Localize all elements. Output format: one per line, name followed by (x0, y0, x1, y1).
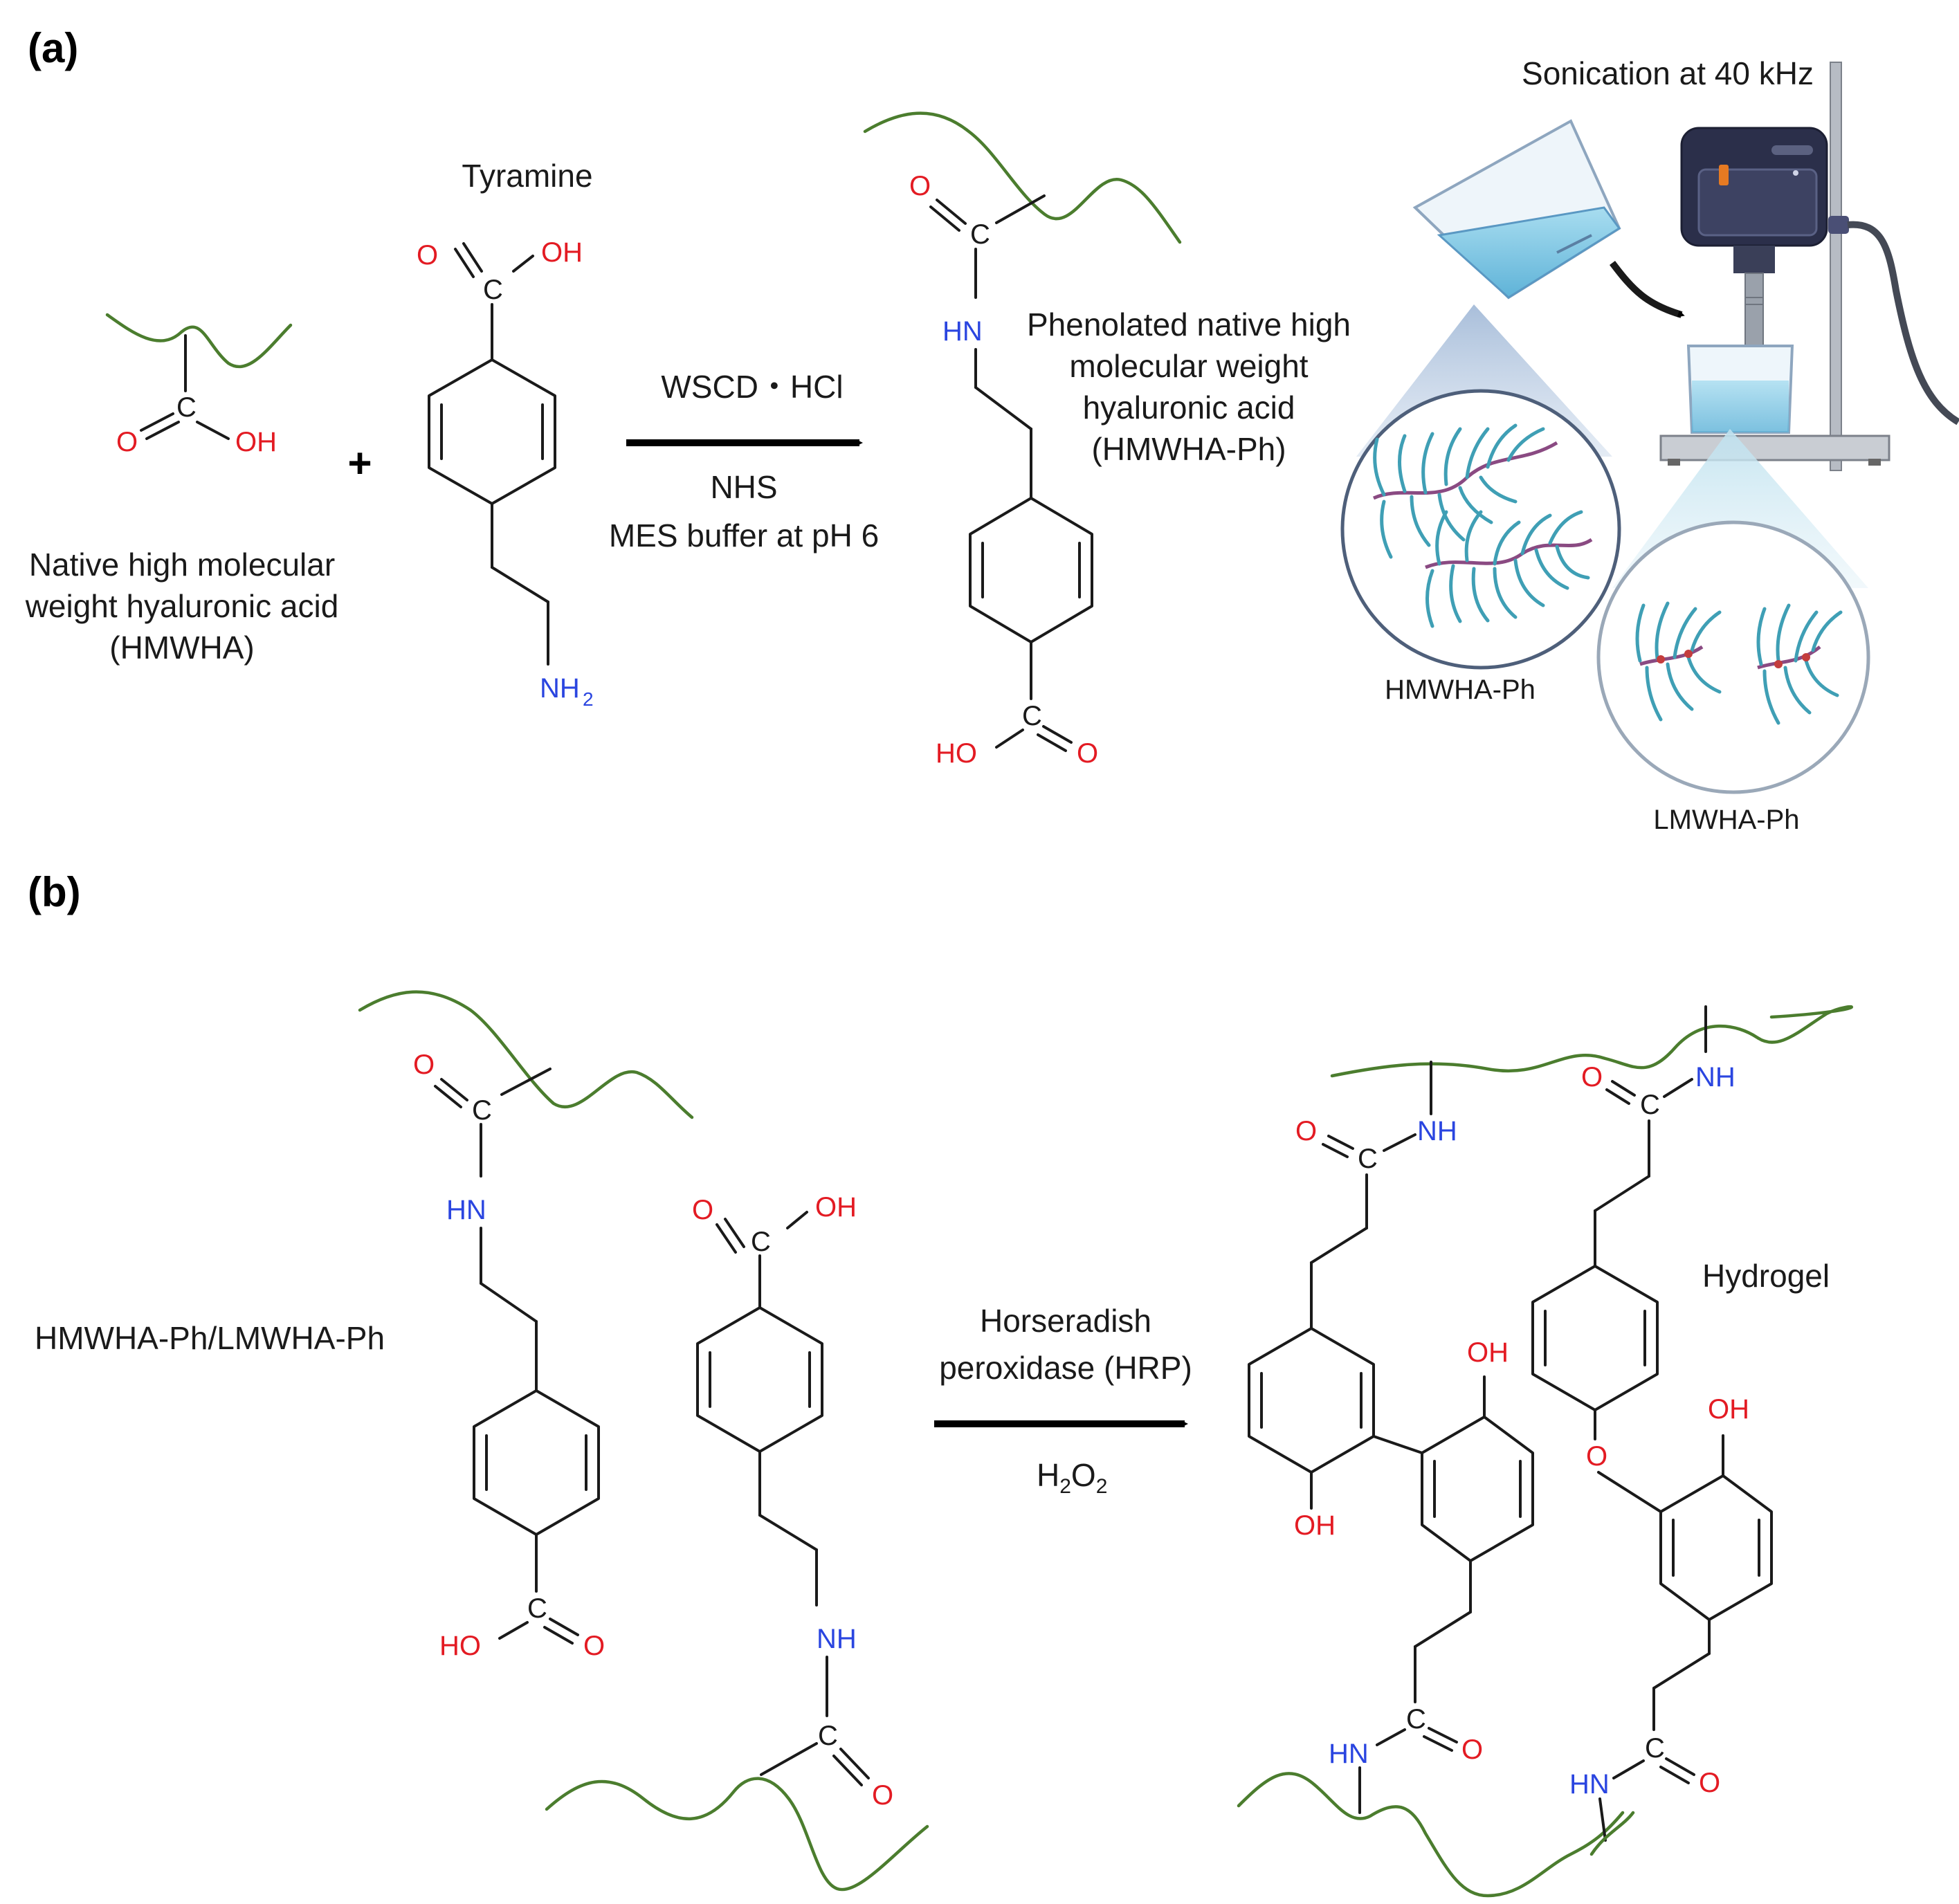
polymer-chain (1237, 1772, 1625, 1898)
svg-text:C: C (751, 1227, 771, 1257)
polymer-chain (358, 990, 694, 1119)
hydrogel-structure: NH C O OH OH C O HN NH (1237, 1005, 1854, 1898)
svg-text:NH: NH (540, 673, 580, 704)
hmwha-label-line1: Native high molecular (29, 547, 335, 583)
reactant-label-b: HMWHA-Ph/LMWHA-Ph (35, 1320, 385, 1356)
pour-arrow (1610, 260, 1685, 318)
svg-text:C: C (1358, 1144, 1378, 1174)
reagent-mes-buffer: MES buffer at pH 6 (609, 518, 879, 553)
svg-text:C: C (818, 1721, 838, 1751)
tyramine-structure: O OH C NH 2 (417, 237, 594, 710)
svg-text:OH: OH (541, 237, 583, 268)
svg-text:NH: NH (1417, 1116, 1457, 1146)
svg-text:O: O (413, 1050, 435, 1080)
sonicator-stand (1659, 62, 1890, 471)
svg-text:O: O (583, 1631, 605, 1661)
svg-text:HN: HN (1569, 1769, 1610, 1800)
svg-text:C: C (970, 219, 990, 250)
enzyme-label-line2: peroxidase (HRP) (939, 1350, 1192, 1386)
reactant-bottom-chain-structure: O OH C NH C O (545, 1192, 929, 1892)
polymer-chain (1589, 1811, 1635, 1856)
svg-text:C: C (1022, 701, 1042, 731)
svg-text:OH: OH (1708, 1394, 1749, 1425)
oxidant-label: H2O2 (1037, 1457, 1107, 1498)
circle-label-hmwha-ph: HMWHA-Ph (1385, 675, 1536, 705)
polymer-chain (863, 111, 1182, 244)
svg-text:OH: OH (1294, 1510, 1336, 1541)
reagent-nhs: NHS (710, 469, 777, 505)
circle-lmwha-ph (1596, 520, 1870, 794)
plus-sign: + (347, 440, 372, 486)
svg-text:O: O (872, 1780, 893, 1811)
product-label-line4: (HMWHA-Ph) (1091, 431, 1286, 467)
panel-label-a: (a) (28, 25, 78, 71)
svg-text:OH: OH (235, 427, 277, 457)
product-label-line3: hyaluronic acid (1083, 390, 1295, 425)
svg-text:C: C (176, 392, 197, 423)
hmwha-label-line2: weight hyaluronic acid (25, 588, 339, 624)
svg-text:O: O (417, 240, 438, 271)
svg-text:O: O (1586, 1441, 1607, 1472)
svg-text:O: O (1295, 1116, 1317, 1146)
svg-text:HO: HO (439, 1631, 481, 1661)
enzyme-label-line1: Horseradish (980, 1303, 1151, 1339)
svg-text:HN: HN (446, 1195, 486, 1225)
svg-text:C: C (527, 1593, 547, 1624)
svg-text:O: O (909, 171, 931, 201)
svg-text:NH: NH (817, 1624, 857, 1654)
sonication-label: Sonication at 40 kHz (1522, 55, 1814, 91)
reagent-wscd-hcl: WSCD・HCl (661, 369, 843, 405)
polymer-chain (105, 313, 293, 369)
pouring-beaker (1412, 119, 1621, 300)
product-label-line1: Phenolated native high (1027, 306, 1351, 342)
hydrogel-label: Hydrogel (1702, 1258, 1830, 1294)
svg-text:NH: NH (1695, 1062, 1735, 1092)
hmwha-label-line3: (HMWHA) (109, 630, 255, 666)
tyramine-label: Tyramine (462, 158, 592, 194)
svg-text:HN: HN (942, 316, 983, 347)
svg-text:O: O (1461, 1734, 1483, 1765)
svg-text:C: C (1640, 1090, 1660, 1120)
sonication-beaker (1686, 345, 1794, 434)
hmwha-structure: C O OH (105, 313, 293, 457)
svg-text:OH: OH (815, 1192, 857, 1223)
svg-text:O: O (1699, 1768, 1720, 1798)
svg-text:C: C (1645, 1733, 1665, 1764)
svg-text:O: O (1077, 738, 1098, 769)
polymer-chain (1330, 1005, 1854, 1078)
svg-text:C: C (1406, 1704, 1426, 1734)
hmwha-ph-structure: C O HN C HO O (863, 111, 1182, 769)
circle-label-lmwha-ph: LMWHA-Ph (1653, 805, 1799, 835)
svg-text:HO: HO (936, 738, 977, 769)
product-label-line2: molecular weight (1069, 348, 1308, 384)
svg-text:C: C (472, 1095, 492, 1126)
svg-text:2: 2 (583, 688, 594, 710)
sonicator-device (1680, 127, 1959, 425)
panel-label-b: (b) (28, 869, 81, 915)
svg-text:OH: OH (1467, 1337, 1509, 1368)
svg-text:HN: HN (1329, 1739, 1369, 1769)
svg-text:O: O (116, 427, 138, 457)
svg-text:O: O (1581, 1062, 1603, 1092)
circle-hmwha-ph (1340, 389, 1621, 670)
svg-text:O: O (692, 1195, 713, 1225)
reactant-top-chain-structure: C O HN C HO O (358, 990, 694, 1661)
polymer-chain (545, 1777, 929, 1892)
svg-text:C: C (483, 275, 503, 305)
